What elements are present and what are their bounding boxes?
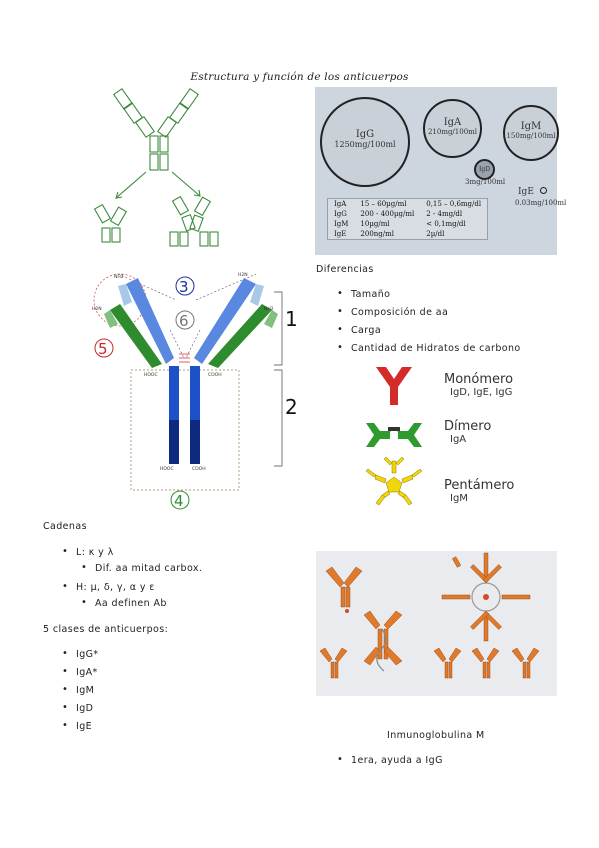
table-row: IgG 200 - 400µg/ml 2 - 4mg/dl: [328, 209, 487, 219]
table-cell: 0,15 – 0,6mg/dl: [426, 200, 482, 208]
svg-text:HOOC: HOOC: [160, 466, 174, 472]
igd-circle: IgD: [474, 159, 495, 180]
cadenas-list: L: κ y λ: [62, 546, 114, 563]
igm-list: 1era, ayuda a IgG: [337, 754, 443, 766]
list-item: Tamaño: [337, 288, 521, 307]
l-chain-sub-item: Dif. aa mitad carbox.: [81, 562, 202, 580]
h-chain-sub-item: Aa definen Ab: [81, 597, 167, 615]
table-cell: IgG: [334, 210, 347, 218]
dimer-legend: Dímero IgA: [444, 419, 491, 445]
l-chain-item: L: κ y λ: [62, 546, 114, 563]
table-cell: 10µg/ml: [360, 220, 390, 228]
list-item: Carga: [337, 324, 521, 343]
antibody-forms-icons: [365, 367, 423, 506]
monomer-sub: IgD, IgE, IgG: [450, 387, 513, 398]
cadenas-l-sub: Dif. aa mitad carbox.: [81, 562, 202, 580]
cadenas-heading: Cadenas: [43, 521, 87, 532]
pentamer-icon: [365, 456, 423, 506]
table-cell: < 0,1mg/dl: [426, 220, 466, 228]
igm-value: 150mg/100ml: [506, 132, 556, 140]
diferencias-heading: Diferencias: [316, 264, 374, 275]
list-item: 1era, ayuda a IgG: [337, 754, 443, 766]
list-item: IgM: [62, 684, 99, 703]
monomer-legend: Monómero IgD, IgE, IgG: [444, 372, 513, 398]
pentamer-legend: Pentámero IgM: [444, 478, 514, 504]
table-cell: 200ng/ml: [360, 230, 395, 238]
table-row: IgE 200ng/ml 2µ/dl: [328, 229, 487, 239]
igg-circle: IgG 1250mg/100ml: [320, 97, 410, 187]
diagram-number-1: 1: [285, 307, 298, 331]
igd-name: IgD: [478, 166, 491, 173]
monomer-label: Monómero: [444, 372, 514, 387]
clases-list: IgG* IgA* IgM IgD IgE: [62, 648, 99, 739]
ige-name: IgE: [518, 187, 534, 197]
table-row: IgM 10µg/ml < 0,1mg/dl: [328, 219, 487, 229]
dimer-icon: [366, 423, 422, 447]
diagram-number-3: 3: [179, 278, 189, 296]
list-item: IgA*: [62, 666, 99, 685]
list-item: IgE: [62, 720, 99, 739]
cadenas-h-sub: Aa definen Ab: [81, 597, 167, 615]
page-title: Estructura y función de los anticuerpos: [190, 71, 409, 83]
ige-value: 0.03mg/100ml: [515, 199, 567, 207]
diagram-number-4: 4: [174, 492, 184, 510]
antibody-fragments-sketch: [93, 87, 219, 247]
antibody-classes-panel: IgG 1250mg/100ml IgA 210mg/100ml IgM 150…: [315, 87, 566, 255]
svg-text:NH2: NH2: [264, 306, 274, 312]
list-item: Cantidad de Hidratos de carbono: [337, 342, 521, 361]
diagram-number-5: 5: [98, 340, 108, 358]
igg-value: 1250mg/100ml: [334, 140, 396, 149]
cadenas-list-h: H: μ, δ, γ, α y ε: [62, 581, 155, 598]
list-item: Composición de aa: [337, 306, 521, 325]
igd-value: 3mg/100ml: [465, 178, 506, 186]
igm-name: IgM: [520, 121, 542, 132]
iga-value: 210mg/100ml: [427, 128, 478, 136]
dimer-sub: IgA: [450, 434, 467, 445]
svg-text:COOH: COOH: [208, 372, 222, 378]
list-item: IgD: [62, 702, 99, 721]
svg-text:H2N: H2N: [92, 306, 102, 312]
pentamer-label: Pentámero: [444, 478, 515, 493]
table-cell: IgA: [334, 200, 347, 208]
pentamer-sub: IgM: [450, 493, 468, 504]
clases-heading: 5 clases de anticuerpos:: [43, 624, 169, 635]
diagram-number-6: 6: [179, 312, 189, 330]
ige-label: IgE: [518, 187, 547, 197]
igm-heading: Inmunoglobulina M: [387, 730, 485, 741]
iga-name: IgA: [443, 117, 462, 128]
diferencias-list: Tamaño Composición de aa Carga Cantidad …: [337, 288, 521, 361]
diagram-number-2: 2: [285, 395, 298, 419]
svg-text:HOOC: HOOC: [144, 372, 158, 378]
table-cell: IgM: [334, 220, 349, 228]
svg-text:H2N: H2N: [238, 272, 248, 278]
igg-name: IgG: [355, 129, 375, 140]
svg-text:COOH: COOH: [192, 466, 206, 472]
table-cell: IgE: [334, 230, 347, 238]
iga-circle: IgA 210mg/100ml: [423, 99, 482, 158]
monomer-icon: [376, 367, 412, 405]
table-cell: 2µ/dl: [426, 230, 445, 238]
dimer-label: Dímero: [444, 419, 492, 434]
table-cell: 200 - 400µg/ml: [360, 210, 415, 218]
antibody-forms-illustration: [316, 551, 557, 696]
h-chain-item: H: μ, δ, γ, α y ε: [62, 581, 155, 598]
ige-circle: [539, 187, 547, 194]
list-item: IgG*: [62, 648, 99, 667]
table-cell: 2 - 4mg/dl: [426, 210, 463, 218]
igm-circle: IgM 150mg/100ml: [503, 105, 559, 161]
table-row: IgA 15 – 60µg/ml 0,15 – 0,6mg/dl: [328, 199, 487, 209]
svg-text:NH2: NH2: [114, 274, 124, 280]
table-cell: 15 – 60µg/ml: [360, 200, 407, 208]
